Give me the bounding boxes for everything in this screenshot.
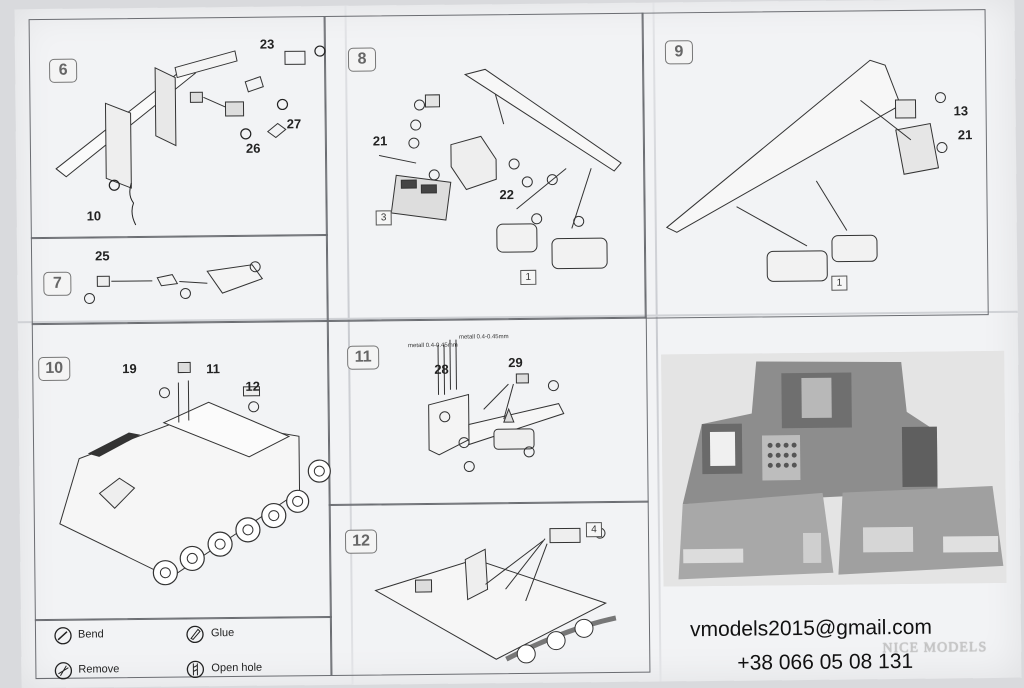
step-9-drawing: [665, 39, 988, 292]
sprue-ref-1: 1: [831, 276, 847, 291]
part-23-label: 23: [260, 37, 275, 52]
part-29-label: 29: [508, 355, 523, 370]
legend-open-hole: Open hole: [211, 662, 262, 675]
legend-remove: Remove: [78, 663, 119, 675]
step-7-badge: 7: [43, 272, 71, 296]
step-11-badge: 11: [347, 345, 379, 369]
glue-icon: [186, 625, 204, 643]
part-25-label: 25: [95, 248, 110, 263]
part-22-label: 22: [499, 187, 514, 202]
part-12-label: 12: [245, 379, 260, 394]
step-12-badge: 12: [345, 529, 377, 553]
instruction-sheet: 6 7 8 9 10 11 12 23 27 26 10: [14, 0, 1021, 688]
step-8-drawing: [355, 53, 637, 296]
step-12-drawing: [375, 528, 637, 681]
wire-label: metall 0.4-0.45mm: [459, 334, 509, 341]
sprue-ref-1: 1: [520, 270, 536, 285]
step-10-drawing: [38, 361, 330, 604]
step-7-drawing: [77, 257, 278, 309]
contact-email: vmodels2015@gmail.com: [690, 616, 932, 643]
part-11-label: 11: [206, 361, 220, 376]
open-hole-icon: [186, 660, 204, 678]
part-13-label: 13: [954, 103, 969, 118]
remove-icon: [54, 662, 72, 680]
part-21-label: 21: [373, 133, 388, 148]
legend-glue: Glue: [211, 627, 234, 639]
part-21-label: 21: [958, 127, 973, 142]
part-28-label: 28: [434, 362, 449, 377]
sprue-ref-3: 3: [376, 210, 392, 225]
watermark: NICE MODELS: [882, 640, 987, 657]
legend-bend: Bend: [78, 628, 104, 640]
sprue-ref-4: 4: [586, 522, 602, 537]
part-26-label: 26: [246, 141, 261, 156]
bend-icon: [54, 627, 72, 645]
part-10-label: 10: [87, 208, 102, 223]
part-27-label: 27: [287, 116, 302, 131]
wire-label: metall 0.4-0.45mm: [408, 343, 458, 350]
part-19-label: 19: [122, 361, 137, 376]
model-photo: [661, 351, 1006, 587]
